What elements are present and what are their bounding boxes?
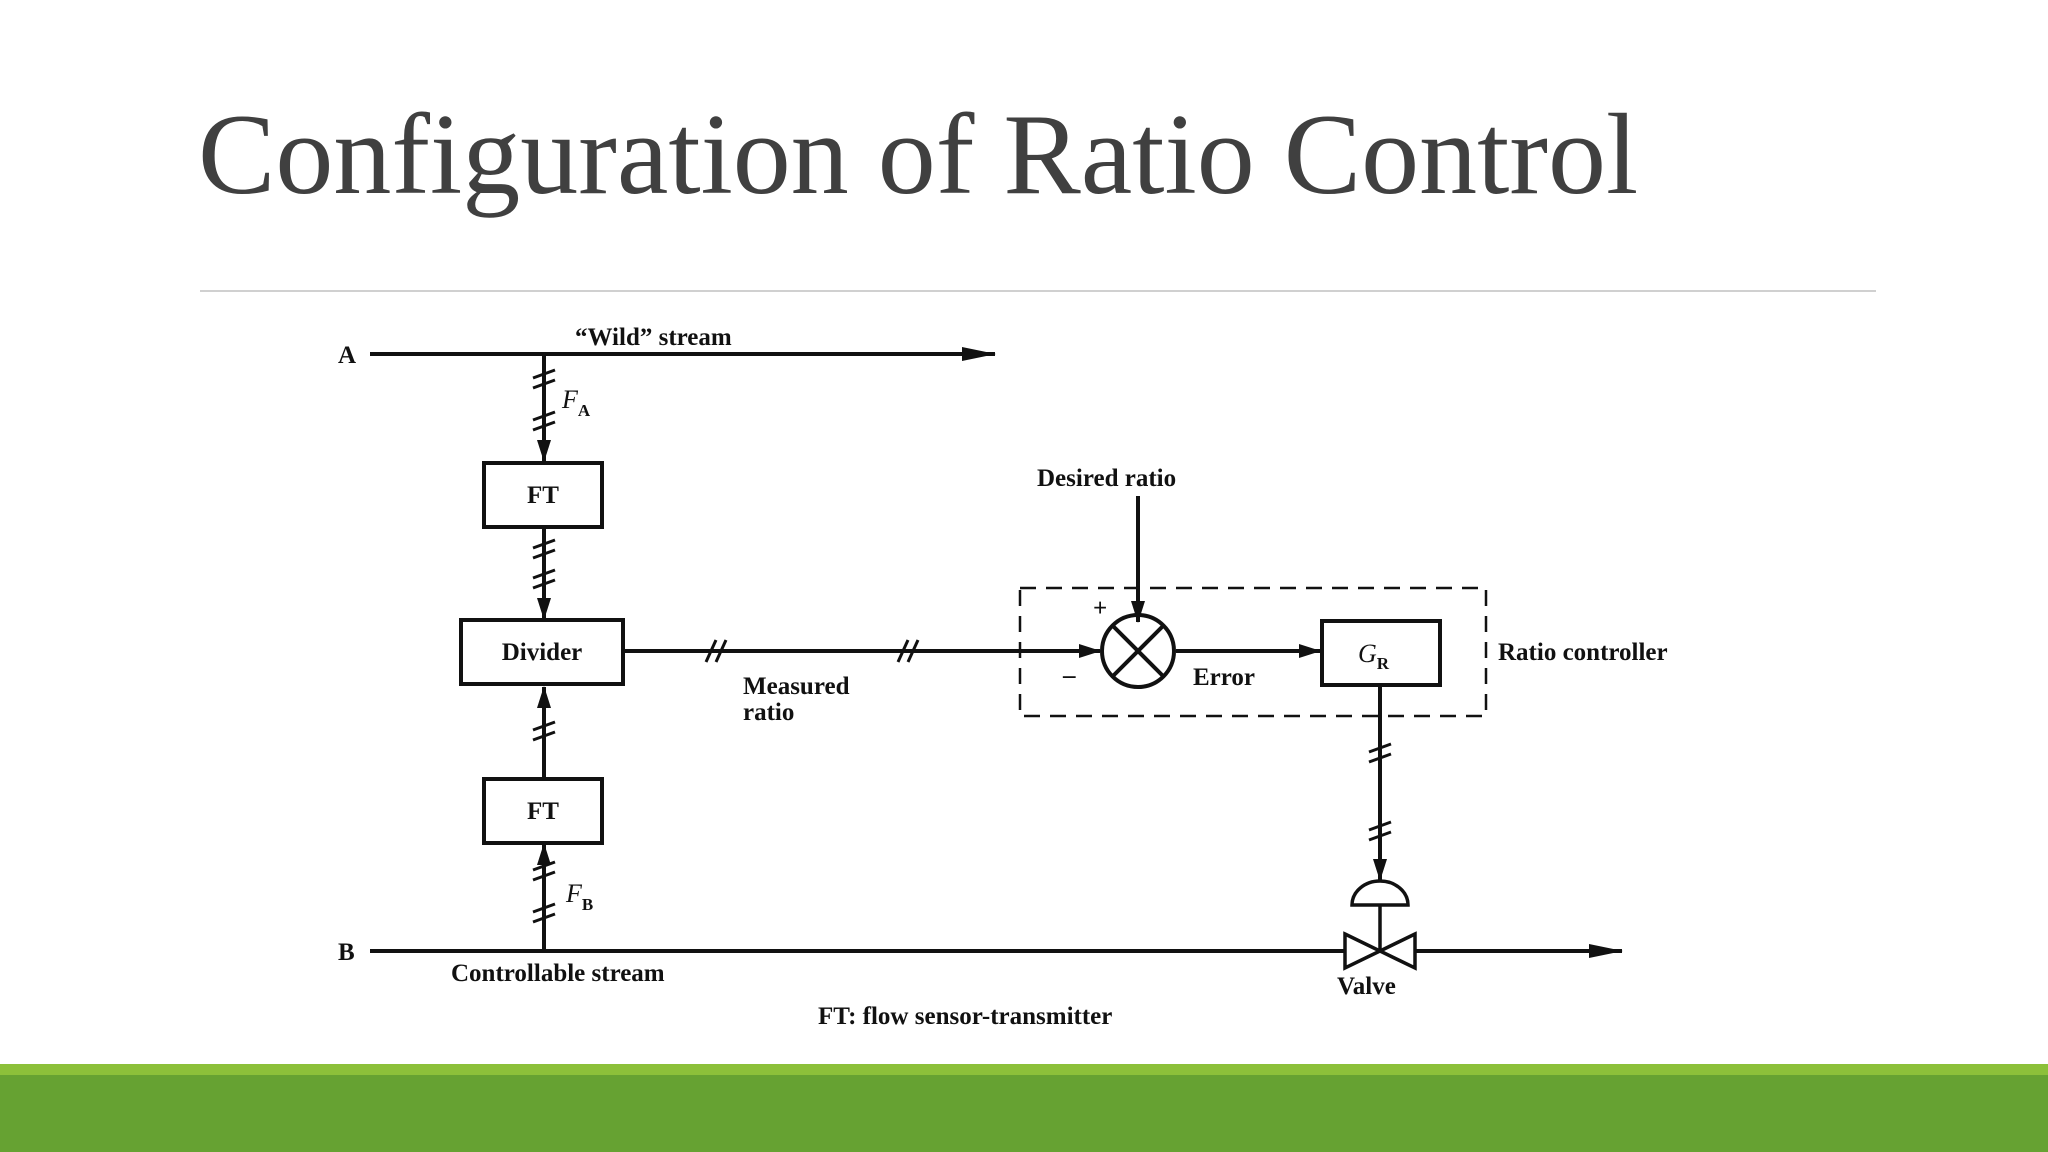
valve-body — [1343, 931, 1417, 971]
footer-accent-bar — [0, 1064, 2048, 1075]
error-label: Error — [1193, 664, 1255, 691]
ft-bottom-label: FT — [527, 798, 559, 825]
svg-text:FB: FB — [565, 879, 593, 914]
fa-subscript: A — [578, 401, 591, 420]
ratio-control-diagram: A B “Wild” stream Controllable stream FA… — [338, 324, 1668, 1030]
minus-sign: – — [1062, 662, 1076, 689]
ratio-controller-boundary — [1018, 586, 1488, 718]
controller-symbol: G — [1358, 639, 1377, 668]
ft-top-box — [482, 461, 604, 529]
ft-bottom-box — [482, 777, 604, 845]
svg-text:FA: FA — [561, 385, 591, 420]
fb-symbol: F — [565, 879, 583, 908]
wild-stream-label: “Wild” stream — [575, 324, 732, 351]
measured-ratio-label-line1: Measured — [743, 673, 850, 700]
footer-bar — [0, 1075, 2048, 1152]
measured-ratio-label-line2: ratio — [743, 699, 794, 726]
legend-label: FT: flow sensor-transmitter — [818, 1003, 1112, 1030]
fa-symbol: F — [561, 385, 579, 414]
stream-a-label: A — [338, 342, 356, 369]
desired-ratio-label: Desired ratio — [1037, 465, 1176, 492]
ratio-controller-label: Ratio controller — [1498, 639, 1668, 666]
fb-subscript: B — [582, 895, 593, 914]
divider-label: Divider — [502, 639, 583, 666]
stream-b-label: B — [338, 939, 355, 966]
slide-title: Configuration of Ratio Control — [198, 91, 1639, 219]
signal-hatches — [532, 368, 1392, 924]
title-divider — [200, 290, 1876, 292]
ft-top-label: FT — [527, 482, 559, 509]
svg-text:GR: GR — [1358, 639, 1390, 673]
plus-sign: + — [1093, 595, 1107, 622]
divider-box — [459, 618, 625, 686]
controller-box — [1320, 619, 1442, 687]
valve-label: Valve — [1337, 973, 1396, 1000]
valve-actuator — [1350, 879, 1410, 907]
controller-subscript: R — [1377, 654, 1390, 673]
controllable-stream-label: Controllable stream — [451, 960, 665, 987]
comparator-circle — [1100, 613, 1176, 689]
